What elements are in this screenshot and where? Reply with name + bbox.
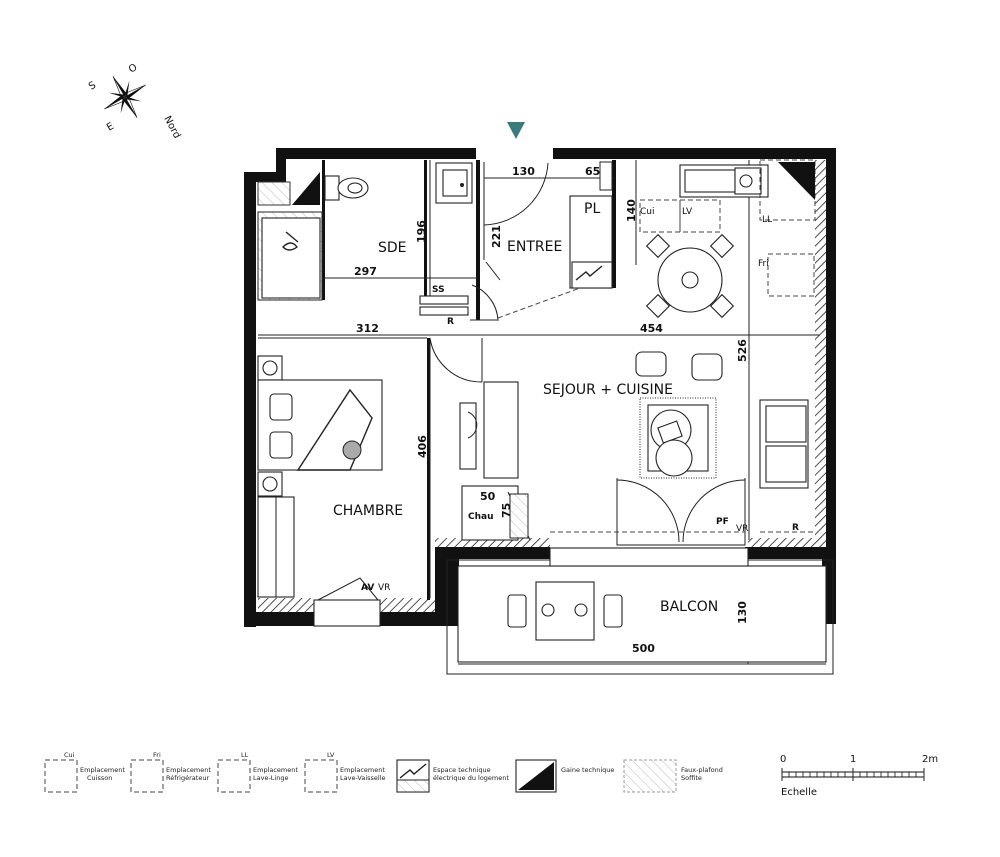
room-entree: ENTREE bbox=[507, 239, 562, 255]
legend-line1-2: Emplacement bbox=[253, 766, 298, 774]
tag-r-sejour: R bbox=[792, 523, 799, 533]
technical-duct-icon bbox=[515, 759, 557, 793]
tag-chau: Chau bbox=[468, 512, 494, 522]
balcony-table-icon bbox=[507, 581, 623, 641]
dim-75: 75 bbox=[500, 503, 513, 518]
compass-south: S bbox=[87, 80, 98, 93]
tag-r-sde: R bbox=[447, 317, 454, 327]
room-pl: PL bbox=[584, 201, 600, 217]
sde-fixtures bbox=[257, 162, 499, 322]
scale-tick-2: 2m bbox=[922, 754, 938, 765]
room-balcon: BALCON bbox=[660, 599, 718, 615]
scale-label: Echelle bbox=[781, 787, 817, 798]
legend-code-2: LL bbox=[241, 751, 249, 759]
dim-196: 196 bbox=[415, 220, 428, 243]
facade-hatch bbox=[815, 160, 826, 550]
tag-vr-sejour: VR bbox=[736, 524, 748, 534]
tag-fri: Fri bbox=[758, 259, 769, 269]
toilet-icon bbox=[324, 175, 369, 201]
legend-line1-0: Emplacement bbox=[80, 766, 125, 774]
dim-140: 140 bbox=[625, 199, 638, 222]
tag-av: AV bbox=[361, 583, 374, 593]
walls bbox=[244, 148, 836, 627]
tag-ss: SS bbox=[432, 285, 445, 295]
balcony bbox=[446, 547, 834, 675]
legend-code-0: Cui bbox=[64, 751, 75, 759]
dim-406: 406 bbox=[416, 435, 429, 458]
legend-code-1: Fri bbox=[153, 751, 161, 759]
legend-line1-1: Emplacement bbox=[166, 766, 211, 774]
legend-line2-3: Lave-Vaisselle bbox=[340, 774, 386, 782]
legend-code-3: LV bbox=[327, 751, 335, 759]
dim-221: 221 bbox=[490, 225, 503, 248]
room-sejour: SEJOUR + CUISINE bbox=[543, 382, 673, 398]
dimension-lines bbox=[258, 160, 826, 665]
entrance-marker-icon bbox=[507, 122, 525, 139]
dim-65: 65 bbox=[585, 165, 600, 178]
scale-bar: 0 1 2m Echelle bbox=[780, 754, 938, 798]
room-sde: SDE bbox=[378, 240, 407, 256]
tag-vr-chambre: VR bbox=[378, 583, 390, 593]
legend-line1-5: Gaine technique bbox=[561, 766, 614, 774]
room-chambre: CHAMBRE bbox=[333, 503, 403, 519]
legend-line1-6: Faux-plafond bbox=[681, 766, 723, 774]
dim-500: 500 bbox=[632, 642, 655, 655]
legend-line1-4: Espace technique bbox=[433, 766, 491, 774]
tag-lv: LV bbox=[682, 207, 693, 217]
sofa-icon bbox=[759, 399, 809, 489]
dim-50: 50 bbox=[480, 490, 496, 503]
kitchen-fixtures bbox=[429, 159, 816, 546]
electric-space-icon bbox=[396, 759, 430, 793]
compass-east: E bbox=[105, 121, 116, 134]
compass-rose-icon bbox=[104, 76, 146, 118]
dim-526: 526 bbox=[736, 339, 749, 362]
dim-130-top: 130 bbox=[512, 165, 535, 178]
compass-west: O bbox=[127, 62, 139, 76]
bed-icon bbox=[257, 379, 383, 471]
dining-table-icon bbox=[645, 233, 735, 319]
scale-tick-1: 1 bbox=[850, 754, 856, 765]
tag-pf: PF bbox=[716, 517, 729, 527]
legend-line2-2: Lave-Linge bbox=[253, 774, 288, 782]
tag-ll: LL bbox=[762, 215, 772, 225]
dim-130-balcon: 130 bbox=[736, 601, 749, 624]
entree-fixtures bbox=[483, 161, 613, 319]
legend-line1-3: Emplacement bbox=[340, 766, 385, 774]
tag-cui: Cui bbox=[640, 207, 655, 217]
compass-north: Nord bbox=[161, 114, 182, 140]
legend: Cui Emplacement Cuisson Fri Emplacement … bbox=[44, 751, 723, 793]
shower-drain-icon bbox=[282, 242, 298, 251]
legend-line2-0: Cuisson bbox=[87, 774, 112, 782]
scale-tick-0: 0 bbox=[780, 754, 786, 765]
dim-454: 454 bbox=[640, 322, 663, 335]
legend-line2-6: Soffite bbox=[681, 774, 702, 782]
dim-312: 312 bbox=[356, 322, 379, 335]
washbasin-icon bbox=[435, 162, 473, 204]
legend-line2-4: électrique du logement bbox=[433, 774, 509, 782]
legend-line2-1: Réfrigérateur bbox=[166, 774, 209, 782]
dim-297: 297 bbox=[354, 265, 377, 278]
rug-coffee-table-icon bbox=[639, 397, 717, 479]
gaine-technique-icon bbox=[599, 161, 613, 191]
false-ceiling-icon bbox=[623, 759, 677, 793]
chambre-fixtures bbox=[257, 355, 383, 627]
